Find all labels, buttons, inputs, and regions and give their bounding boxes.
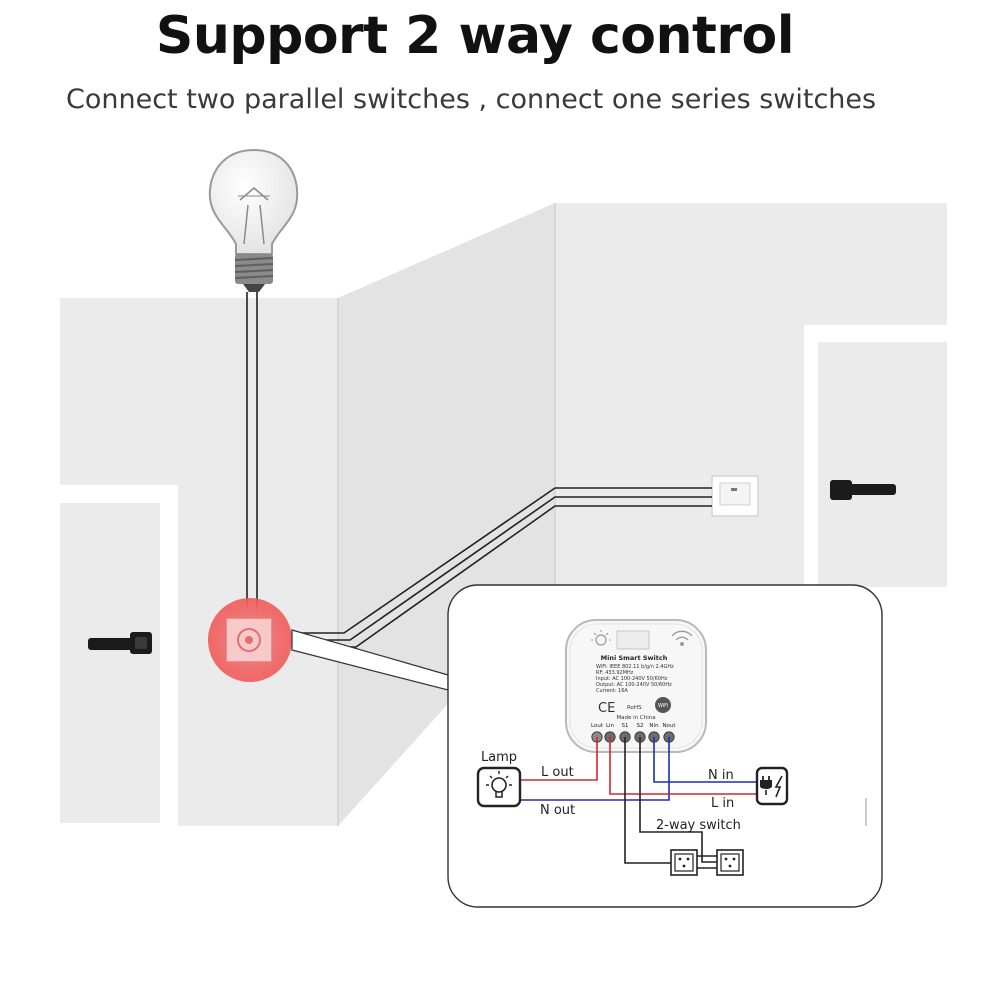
svg-text:CE: CE (598, 701, 615, 716)
light-bulb-icon (208, 148, 299, 292)
l-out-label: L out (541, 765, 574, 780)
terminal-label-s2: S2 (637, 723, 644, 729)
terminal-label-nin: Nin (649, 723, 659, 729)
terminal-label-lin: Lin (606, 723, 615, 729)
lamp-label: Lamp (481, 750, 517, 765)
n-in-label: N in (708, 768, 734, 783)
wire-s2 (639, 737, 717, 863)
two-way-switch-label: 2-way switch (656, 818, 741, 833)
two-way-switch-1 (670, 849, 698, 876)
wall-switch-remote (711, 475, 759, 517)
door-handle (88, 638, 136, 650)
left-door (60, 485, 178, 826)
ce-mark: CE (598, 701, 615, 716)
device-spec-line: Output: AC 100-240V 50/60Hz (596, 682, 672, 688)
door-handle (830, 480, 852, 500)
wire-s1 (624, 737, 671, 864)
device-spec-line: Input: AC 100-240V 50/60Hz (596, 676, 668, 682)
power-plug-icon (755, 766, 789, 806)
main-switch-highlight (208, 598, 292, 682)
wifi-icon (671, 630, 693, 646)
wire-l-in (609, 737, 757, 795)
page-title: Support 2 way control (155, 6, 795, 66)
device-button (616, 630, 650, 650)
wire-n-out (520, 737, 670, 801)
light-icon (591, 630, 611, 646)
wire-l-out (520, 737, 598, 781)
made-in-label: Made in China (616, 715, 655, 721)
ceiling-wire (246, 292, 258, 612)
device-spec-line: Current: 16A (596, 688, 628, 694)
page-subtitle: Connect two parallel switches , connect … (66, 84, 877, 115)
terminal-label-lout: Lout (591, 723, 604, 729)
wiring-lines (520, 737, 757, 869)
smart-switch-module: Mini Smart Switch WiFi: IEEE 802.11 b/g/… (565, 619, 707, 753)
rohs-mark: RoHS (627, 705, 642, 711)
two-way-switch-2 (716, 849, 744, 876)
terminal-label-s1: S1 (622, 723, 629, 729)
wire-n-in (653, 737, 757, 783)
n-out-label: N out (540, 803, 575, 818)
l-in-label: L in (711, 796, 734, 811)
device-spec-line: WiFi: IEEE 802.11 b/g/n 2.4GHz (596, 664, 674, 670)
terminal-label-nout: Nout (662, 723, 676, 729)
wifi-certified-badge: WiFi (655, 697, 671, 713)
svg-text:WiFi: WiFi (658, 703, 668, 709)
lamp-icon (476, 766, 522, 808)
device-name: Mini Smart Switch (601, 654, 668, 662)
device-spec-line: RF: 433.92MHz (596, 670, 634, 676)
right-door (804, 325, 947, 587)
